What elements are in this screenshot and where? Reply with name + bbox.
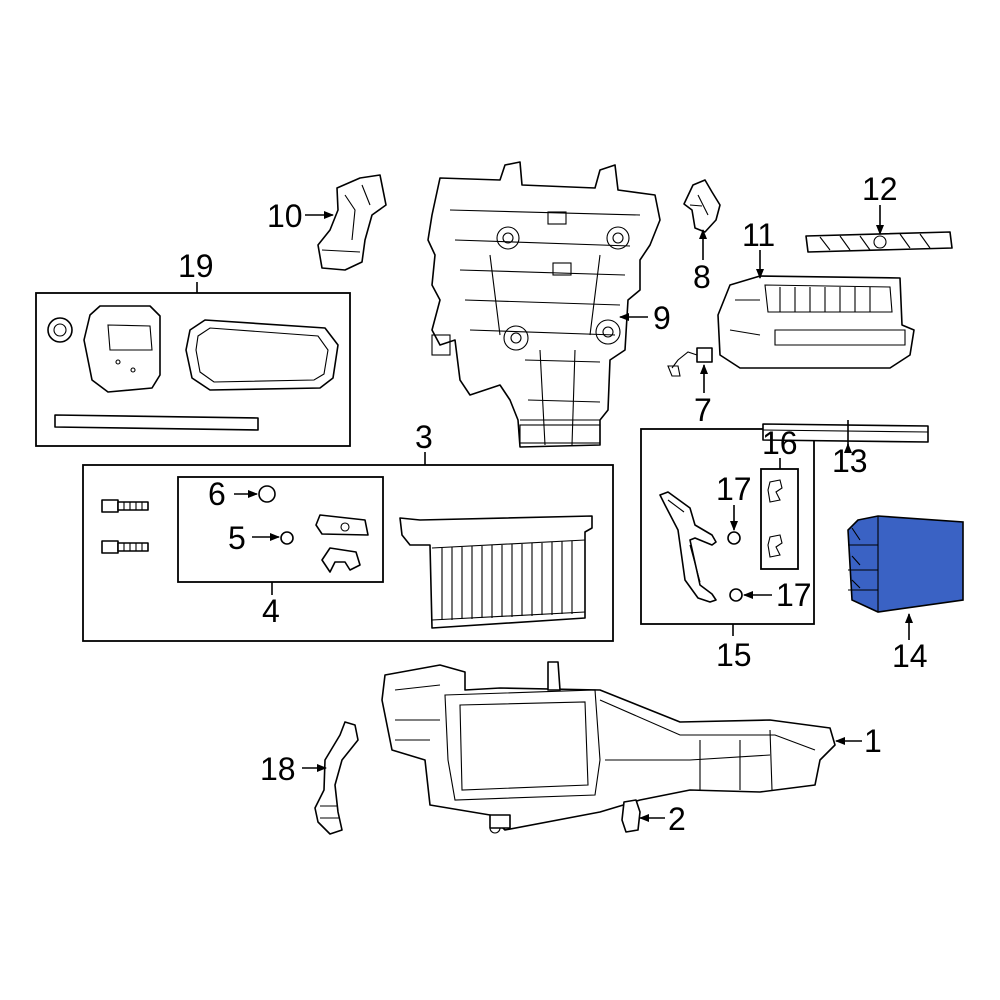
callout-16: 16 [762,425,798,461]
callout-14: 14 [892,638,928,674]
callout-11: 11 [742,217,775,253]
callout-12: 12 [862,171,898,207]
part-14-heater-core [847,515,964,613]
callout-17-lower: 17 [776,577,812,613]
part-18-wiring-harness [314,721,359,835]
part-8-bracket [683,179,721,233]
group-box-3 [82,464,614,642]
callout-18: 18 [260,751,296,787]
part-12-filter-door [805,231,953,253]
part-4-valve-kit [258,485,369,573]
callout-19: 19 [178,248,214,284]
callout-13: 13 [832,443,868,479]
part-11-blower-assembly [717,275,915,369]
part-10-air-duct [317,174,387,271]
callout-2: 2 [668,801,686,837]
callout-15: 15 [716,637,752,673]
part-19-seal-kit [47,305,339,431]
part-17-o-ring-lower [729,588,743,602]
part-16-clips [767,479,783,558]
group-box-19 [35,292,351,447]
part-15-tube-assembly [659,491,717,603]
callout-3: 3 [415,419,433,455]
callout-4: 4 [262,593,280,629]
callout-8: 8 [693,259,711,295]
part-3-evaporator-kit [101,499,593,629]
part-1-hvac-lower-housing [381,661,836,834]
callout-17-upper: 17 [716,471,752,507]
part-17-o-ring-upper [727,531,741,545]
callout-10: 10 [267,198,303,234]
callout-1: 1 [864,723,882,759]
callout-5: 5 [228,520,246,556]
callout-6: 6 [208,476,226,512]
leader-lines [196,205,913,822]
part-7-connector [667,347,713,377]
part-2-clip [621,799,641,833]
callout-7: 7 [694,392,712,428]
group-box-4 [177,476,384,583]
group-box-15 [640,428,815,625]
part-13-cabin-filter [762,423,929,443]
part-9-hvac-upper-housing [427,161,661,448]
callout-9: 9 [653,300,671,336]
